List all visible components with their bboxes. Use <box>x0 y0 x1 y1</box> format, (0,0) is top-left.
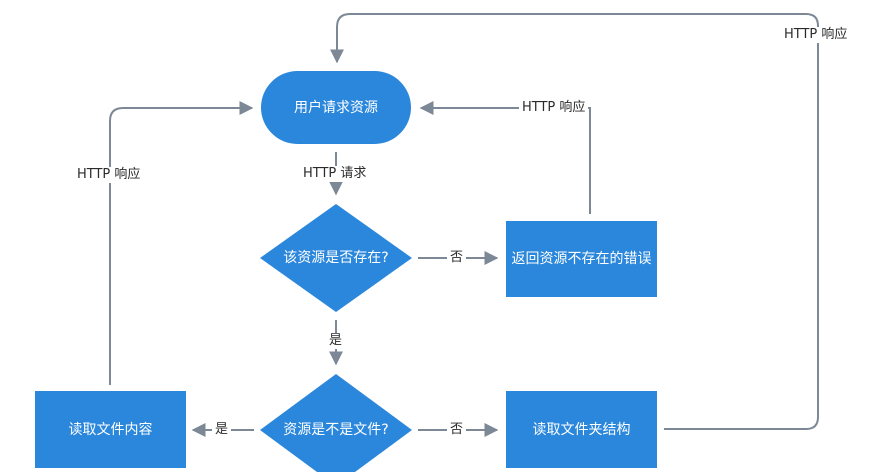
edge-label-error-response: HTTP 响应 <box>519 100 589 116</box>
error-node <box>506 221 657 297</box>
edge-label-isfile-no: 否 <box>447 422 467 438</box>
exists-decision-node <box>260 204 412 312</box>
error-node-label: 返回资源不存在的错误 <box>511 251 652 267</box>
edge-label-file-response: HTTP 响应 <box>74 167 144 183</box>
edge-label-request: HTTP 请求 <box>300 166 370 182</box>
readfile-node <box>35 391 186 468</box>
readdir-node-label: 读取文件夹结构 <box>532 421 631 438</box>
edge-label-dir-response: HTTP 响应 <box>781 27 851 43</box>
edge-label-exists-yes: 是 <box>326 333 346 349</box>
exists-decision-label: 该资源是否存在? <box>283 250 389 266</box>
edge-error-response <box>419 101 591 214</box>
edge-label-exists-no: 否 <box>447 250 467 266</box>
readfile-node-label: 读取文件内容 <box>68 421 153 438</box>
edge-label-isfile-yes: 是 <box>212 422 232 438</box>
edge-file-response <box>109 101 254 385</box>
start-node <box>261 71 411 144</box>
readdir-node <box>506 391 657 468</box>
edge-dir-response <box>330 13 819 430</box>
isfile-decision-label: 资源是不是文件? <box>283 422 389 438</box>
start-node-label: 用户请求资源 <box>294 99 378 116</box>
isfile-decision-node <box>260 374 412 472</box>
